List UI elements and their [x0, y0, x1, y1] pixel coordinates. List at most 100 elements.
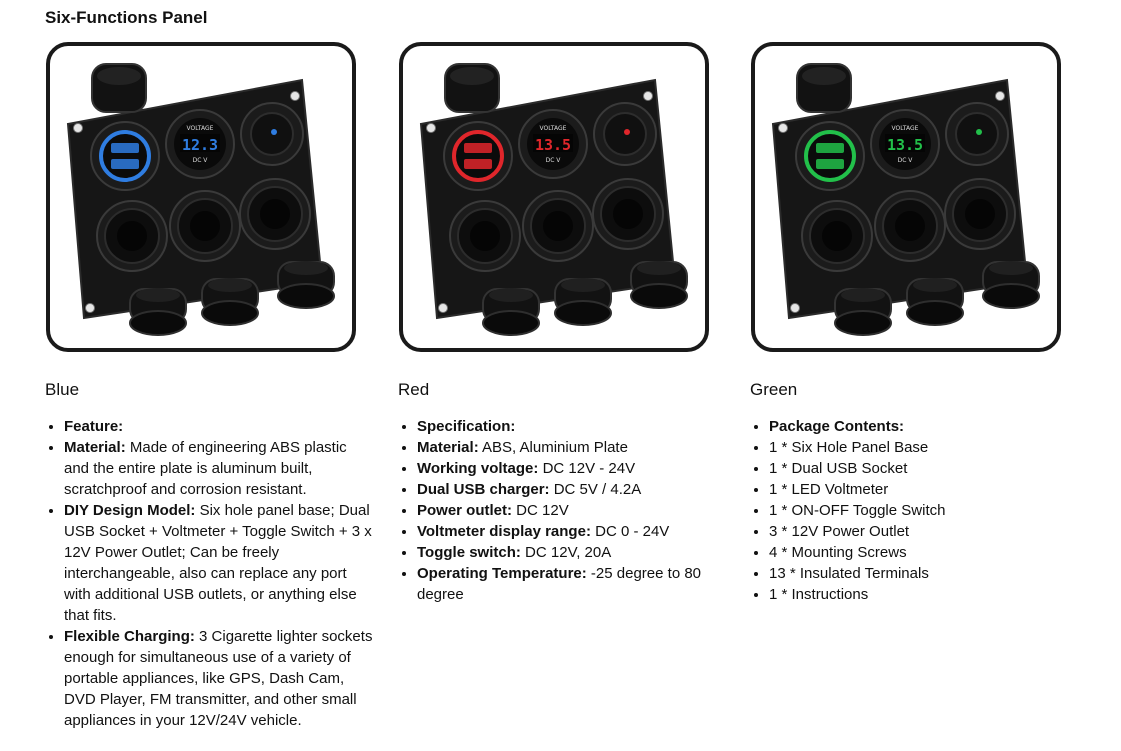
power-outlet-icon — [801, 200, 873, 272]
list-item: Voltmeter display range: DC 0 - 24V — [417, 521, 729, 542]
screw-icon — [426, 123, 436, 133]
item-label: Toggle switch: — [417, 544, 521, 561]
power-outlet-icon — [239, 178, 311, 250]
outlet-cap-icon — [834, 288, 892, 336]
product-image-red[interactable]: VOLTAGE 13.5 DC V — [399, 42, 709, 352]
list-item: Dual USB charger: DC 5V / 4.2A — [417, 479, 729, 500]
toggle-switch-icon — [240, 102, 304, 166]
svg-text:13.5: 13.5 — [887, 136, 923, 154]
svg-text:VOLTAGE: VOLTAGE — [187, 125, 214, 132]
usb-cap-icon — [444, 63, 500, 113]
svg-text:12.3: 12.3 — [182, 136, 218, 154]
list-item: 1 * Instructions — [769, 584, 1081, 605]
item-text: 1 * Six Hole Panel Base — [769, 439, 929, 456]
item-text: 3 * 12V Power Outlet — [769, 523, 910, 540]
list-item: Power outlet: DC 12V — [417, 500, 729, 521]
power-outlet-icon — [522, 190, 594, 262]
item-text: -25 degree to 80 degree — [417, 565, 702, 603]
screw-icon — [778, 123, 788, 133]
screw-icon — [438, 303, 448, 313]
outlet-cap-icon — [554, 278, 612, 326]
item-text: ABS, Aluminium Plate — [478, 439, 628, 456]
outlet-cap-icon — [906, 278, 964, 326]
svg-text:VOLTAGE: VOLTAGE — [892, 125, 919, 132]
power-outlet-icon — [592, 178, 664, 250]
item-text: Six hole panel base; Dual USB Socket + V… — [64, 502, 372, 624]
list-item: 1 * Six Hole Panel Base — [769, 437, 1081, 458]
item-text: 1 * ON-OFF Toggle Switch — [769, 502, 946, 519]
spec-list: Specification: Material: ABS, Aluminium P… — [399, 416, 729, 605]
usb-socket-icon — [443, 121, 513, 191]
item-label: Flexible Charging: — [64, 628, 195, 645]
variant-title: Red — [398, 380, 430, 399]
product-image-green[interactable]: VOLTAGE 13.5 DC V — [751, 42, 1061, 352]
item-text: DC 0 - 24V — [590, 523, 670, 540]
screw-icon — [73, 123, 83, 133]
outlet-cap-icon — [201, 278, 259, 326]
usb-socket-icon — [90, 121, 160, 191]
item-text: 4 * Mounting Screws — [769, 544, 907, 561]
item-text: 13 * Insulated Terminals — [769, 565, 929, 582]
list-item: 1 * ON-OFF Toggle Switch — [769, 500, 1081, 521]
power-outlet-icon — [874, 190, 946, 262]
item-label: Material: — [64, 439, 126, 456]
svg-text:13.5: 13.5 — [535, 136, 571, 154]
product-image-blue[interactable]: VOLTAGE 12.3 DC V — [46, 42, 356, 352]
screw-icon — [290, 91, 300, 101]
variant-title: Green — [750, 380, 798, 399]
list-item: 13 * Insulated Terminals — [769, 563, 1081, 584]
power-outlet-icon — [944, 178, 1016, 250]
list-item: Feature: — [64, 416, 374, 437]
outlet-cap-icon — [277, 261, 335, 309]
item-label: Power outlet: — [417, 502, 513, 519]
outlet-cap-icon — [630, 261, 688, 309]
list-item: Material: Made of engineering ABS plasti… — [64, 437, 374, 500]
item-label: DIY Design Model: — [64, 502, 196, 519]
variant-title: Blue — [45, 380, 80, 399]
item-text: DC 12V, 20A — [520, 544, 612, 561]
list-item: Toggle switch: DC 12V, 20A — [417, 542, 729, 563]
screw-icon — [643, 91, 653, 101]
toggle-switch-icon — [945, 102, 1009, 166]
variant-column-blue: VOLTAGE 12.3 DC V — [45, 42, 376, 731]
list-item: Operating Temperature: -25 degree to 80 … — [417, 563, 729, 605]
list-item: Package Contents: — [769, 416, 1081, 437]
usb-socket-icon — [795, 121, 865, 191]
item-label: Specification: — [417, 418, 516, 435]
list-item: 3 * 12V Power Outlet — [769, 521, 1081, 542]
screw-icon — [85, 303, 95, 313]
item-text: DC 12V - 24V — [538, 460, 636, 477]
power-outlet-icon — [169, 190, 241, 262]
package-list: Package Contents: 1 * Six Hole Panel Base… — [751, 416, 1081, 605]
outlet-cap-icon — [129, 288, 187, 336]
svg-text:DC V: DC V — [193, 157, 209, 164]
usb-cap-icon — [796, 63, 852, 113]
outlet-cap-icon — [482, 288, 540, 336]
list-item: Specification: — [417, 416, 729, 437]
voltmeter-icon: VOLTAGE 13.5 DC V — [518, 109, 588, 179]
svg-text:DC V: DC V — [898, 157, 914, 164]
list-item: 4 * Mounting Screws — [769, 542, 1081, 563]
usb-cap-icon — [91, 63, 147, 113]
power-outlet-icon — [96, 200, 168, 272]
outlet-cap-icon — [982, 261, 1040, 309]
item-text: 1 * Instructions — [769, 586, 869, 603]
list-item: Flexible Charging: 3 Cigarette lighter s… — [64, 626, 374, 731]
list-item: Working voltage: DC 12V - 24V — [417, 458, 729, 479]
list-item: 1 * Dual USB Socket — [769, 458, 1081, 479]
list-item: 1 * LED Voltmeter — [769, 479, 1081, 500]
voltmeter-icon: VOLTAGE 13.5 DC V — [870, 109, 940, 179]
power-outlet-icon — [449, 200, 521, 272]
screw-icon — [790, 303, 800, 313]
variant-column-green: VOLTAGE 13.5 DC V — [750, 42, 1081, 605]
item-text: 1 * Dual USB Socket — [769, 460, 908, 477]
svg-text:DC V: DC V — [546, 157, 562, 164]
item-label: Package Contents: — [769, 418, 905, 435]
item-text: DC 5V / 4.2A — [549, 481, 642, 498]
item-label: Operating Temperature: — [417, 565, 587, 582]
toggle-switch-icon — [593, 102, 657, 166]
item-label: Material: — [417, 439, 479, 456]
list-item: DIY Design Model: Six hole panel base; D… — [64, 500, 374, 626]
item-text: 3 Cigarette lighter sockets enough for s… — [64, 628, 373, 729]
